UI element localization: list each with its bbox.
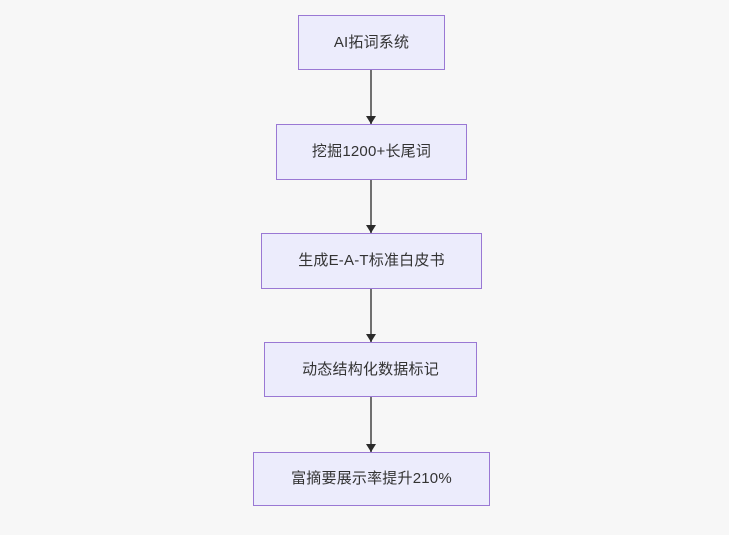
- arrowhead-icon: [366, 444, 376, 452]
- flow-node-generate-eat-whitepaper[interactable]: 生成E-A-T标准白皮书: [261, 233, 482, 289]
- connector-line: [370, 70, 372, 124]
- connector-line: [370, 289, 372, 342]
- flow-node-label: 挖掘1200+长尾词: [311, 143, 432, 160]
- flow-node-label: 生成E-A-T标准白皮书: [298, 252, 445, 269]
- flow-node-rich-snippet-impression-uplift[interactable]: 富摘要展示率提升210%: [253, 452, 490, 506]
- connector-line: [370, 180, 372, 233]
- arrowhead-icon: [366, 116, 376, 124]
- flow-node-label: 动态结构化数据标记: [302, 360, 439, 378]
- connector-line: [370, 397, 372, 452]
- arrowhead-icon: [366, 334, 376, 342]
- flow-node-ai-keyword-system[interactable]: AI拓词系统: [298, 15, 445, 70]
- flow-node-label: 富摘要展示率提升210%: [291, 470, 452, 487]
- flow-node-dynamic-structured-data-markup[interactable]: 动态结构化数据标记: [264, 342, 477, 397]
- flow-node-mine-longtail-keywords[interactable]: 挖掘1200+长尾词: [276, 124, 467, 180]
- arrowhead-icon: [366, 225, 376, 233]
- flow-node-label: AI拓词系统: [333, 33, 410, 51]
